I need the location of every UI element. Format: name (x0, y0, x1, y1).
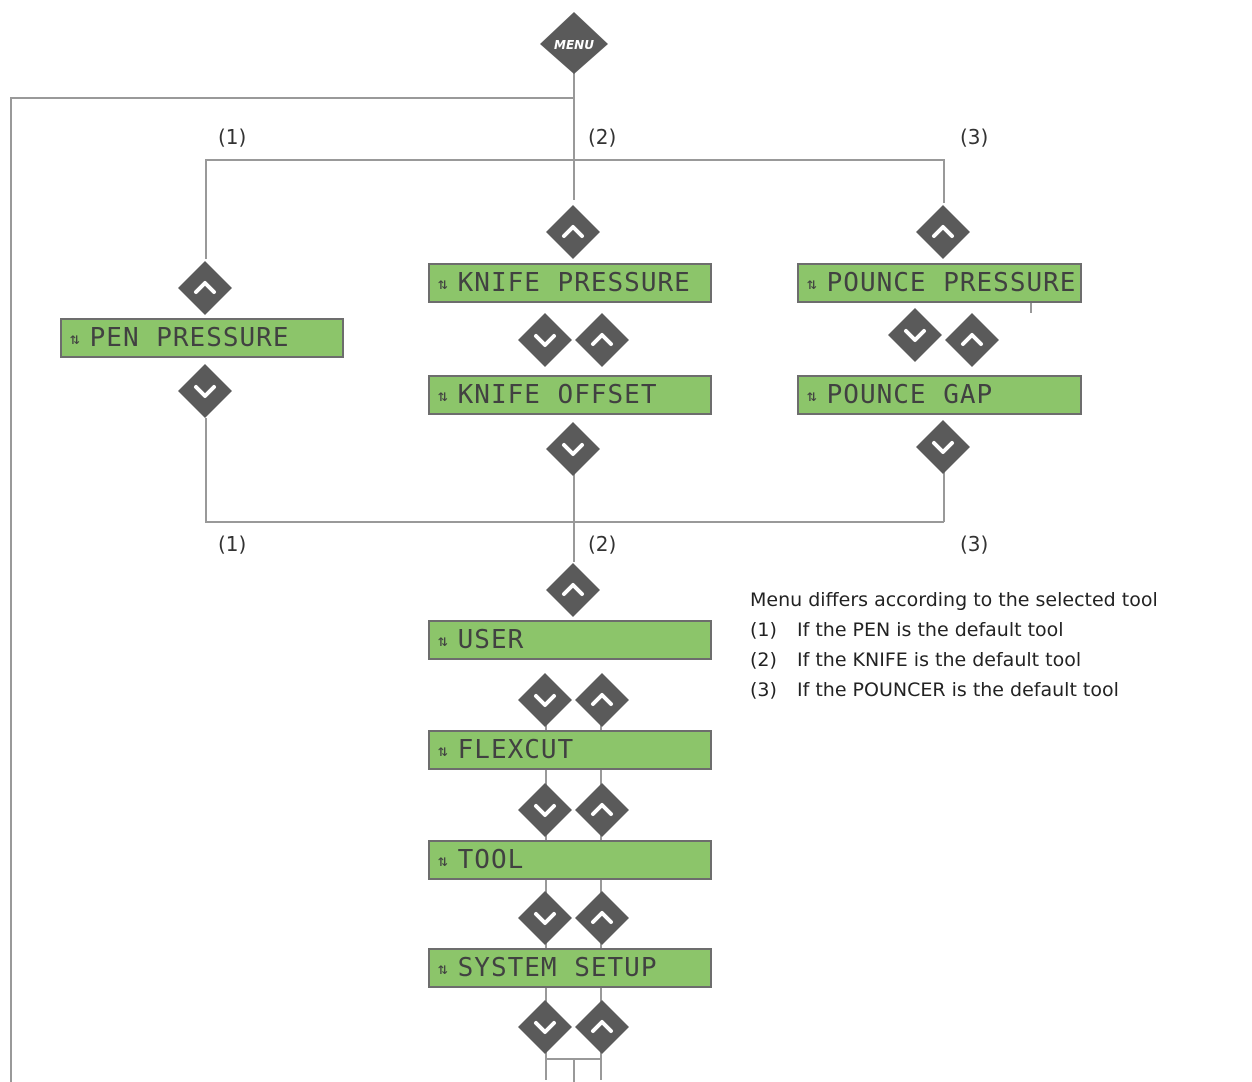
up-down-arrows-icon: ⇅ (70, 328, 80, 348)
branch-label-2: (2) (588, 532, 617, 556)
lcd-label: POUNCE GAP (826, 380, 994, 410)
connector-line (205, 418, 207, 522)
branch-label-1: (1) (218, 125, 247, 149)
note-item: (1) If the PEN is the default tool (750, 615, 1236, 645)
note-item: (3) If the POUNCER is the default tool (750, 675, 1236, 705)
menu-button[interactable]: MENU (538, 10, 610, 76)
branch-label-1: (1) (218, 532, 247, 556)
up-down-arrows-icon: ⇅ (807, 385, 817, 405)
note-item: (2) If the KNIFE is the default tool (750, 645, 1236, 675)
chevron-up-icon[interactable] (573, 311, 631, 369)
chevron-up-icon[interactable] (573, 781, 631, 839)
chevron-up-icon[interactable] (544, 203, 602, 261)
lcd-label: SYSTEM SETUP (457, 953, 658, 983)
chevron-down-icon[interactable] (886, 306, 944, 364)
chevron-down-icon[interactable] (914, 418, 972, 476)
up-down-arrows-icon: ⇅ (807, 273, 817, 293)
chevron-down-icon[interactable] (516, 311, 574, 369)
chevron-up-icon[interactable] (943, 311, 1001, 369)
branch-label-3: (3) (960, 532, 989, 556)
connector-line (205, 521, 944, 523)
note-item-text: If the PEN is the default tool (797, 619, 1064, 641)
lcd-label: TOOL (457, 845, 525, 875)
chevron-up-icon[interactable] (176, 259, 234, 317)
connector-line (943, 159, 945, 203)
chevron-down-icon[interactable] (516, 671, 574, 729)
lcd-flexcut: ⇅ FLEXCUT (428, 730, 712, 770)
connector-line (10, 97, 12, 1082)
tool-note: Menu differs according to the selected t… (750, 585, 1236, 705)
up-down-arrows-icon: ⇅ (438, 958, 448, 978)
chevron-up-icon[interactable] (573, 998, 631, 1056)
lcd-pounce-gap: ⇅ POUNCE GAP (797, 375, 1082, 415)
up-down-arrows-icon: ⇅ (438, 850, 448, 870)
note-item-text: If the KNIFE is the default tool (797, 649, 1082, 671)
chevron-up-icon[interactable] (544, 561, 602, 619)
note-item-text: If the POUNCER is the default tool (797, 679, 1119, 701)
lcd-knife-pressure: ⇅ KNIFE PRESSURE (428, 263, 712, 303)
connector-line (545, 680, 547, 1080)
lcd-label: USER (457, 625, 525, 655)
connector-line (573, 60, 575, 200)
branch-label-3: (3) (960, 125, 989, 149)
up-down-arrows-icon: ⇅ (438, 385, 448, 405)
lcd-label: POUNCE PRESSURE (826, 268, 1077, 298)
connector-line (573, 1058, 575, 1082)
lcd-knife-offset: ⇅ KNIFE OFFSET (428, 375, 712, 415)
up-down-arrows-icon: ⇅ (438, 630, 448, 650)
lcd-label: FLEXCUT (457, 735, 575, 765)
note-item-number: (2) (750, 649, 777, 671)
chevron-up-icon[interactable] (573, 889, 631, 947)
lcd-tool: ⇅ TOOL (428, 840, 712, 880)
connector-line (205, 159, 944, 161)
chevron-down-icon[interactable] (176, 362, 234, 420)
connector-line (205, 159, 207, 259)
connector-line (600, 680, 602, 1080)
lcd-pounce-pressure: ⇅ POUNCE PRESSURE (797, 263, 1082, 303)
branch-label-2: (2) (588, 125, 617, 149)
connector-line (573, 470, 575, 562)
chevron-down-icon[interactable] (516, 889, 574, 947)
lcd-label: KNIFE PRESSURE (457, 268, 691, 298)
connector-line (943, 470, 945, 522)
up-down-arrows-icon: ⇅ (438, 740, 448, 760)
note-item-number: (1) (750, 619, 777, 641)
chevron-down-icon[interactable] (544, 420, 602, 478)
chevron-down-icon[interactable] (516, 998, 574, 1056)
lcd-label: PEN PRESSURE (89, 323, 290, 353)
chevron-down-icon[interactable] (516, 781, 574, 839)
connector-line (10, 97, 574, 99)
lcd-user: ⇅ USER (428, 620, 712, 660)
lcd-pen-pressure: ⇅ PEN PRESSURE (60, 318, 344, 358)
lcd-label: KNIFE OFFSET (457, 380, 658, 410)
lcd-system-setup: ⇅ SYSTEM SETUP (428, 948, 712, 988)
up-down-arrows-icon: ⇅ (438, 273, 448, 293)
note-intro: Menu differs according to the selected t… (750, 589, 1158, 611)
chevron-up-icon[interactable] (914, 203, 972, 261)
note-item-number: (3) (750, 679, 777, 701)
chevron-up-icon[interactable] (573, 671, 631, 729)
menu-button-label: MENU (554, 38, 594, 52)
